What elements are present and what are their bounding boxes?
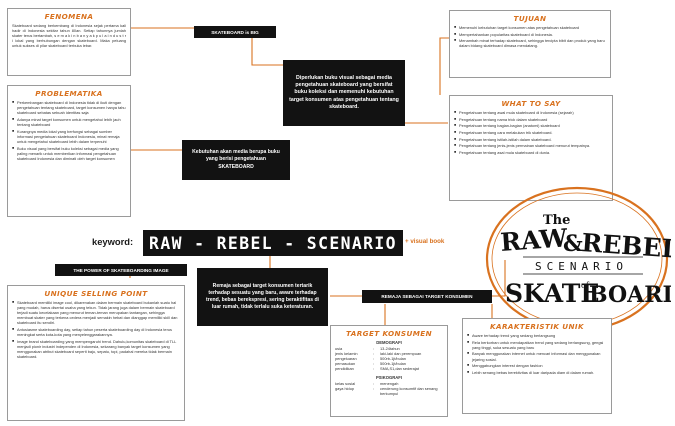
problematika-box: PROBLEMATIKA Perkembangan skateboard di … (7, 85, 131, 217)
list-item: Banyak menggunakan internet untuk mencar… (467, 351, 607, 361)
list-item: Menambah minat terhadap skateboard, sehi… (454, 38, 606, 48)
demografi-title: DEMOGRAFI (376, 340, 402, 345)
list-item: Memenuhi kebutuhan target konsumen atas … (454, 25, 606, 30)
logo-rebel: REBEL (581, 228, 671, 264)
logo-board: BOARD (589, 282, 671, 308)
fenomena-heading: FENOMENA (44, 12, 94, 21)
usp-box: UNIQUE SELLING POINT Skateboard memiliki… (7, 285, 185, 421)
list-item: Mempertahankan popularitas skateboard di… (454, 32, 606, 37)
list-item: Adanya minat target konsumen untuk menge… (12, 117, 126, 127)
problematika-heading: PROBLEMATIKA (35, 89, 103, 98)
sub-title: + visual book (405, 238, 445, 245)
tag-power-image: THE POWER OF SKATEBOARDING IMAGE (55, 264, 187, 276)
logo-ampersand: & (563, 231, 583, 257)
tujuan-heading: TUJUAN (513, 14, 547, 23)
what-to-say-heading: WHAT TO SAY (501, 99, 561, 108)
list-item: Pengetahuan tentang bagian-bagian (anato… (454, 123, 608, 128)
psikografi-title: PSIKOGRAFI (375, 374, 403, 380)
main-title: RAW - REBEL - SCENARIO (143, 230, 403, 256)
list-item: Pengetahuan tentang jenis-jenis permaina… (454, 143, 608, 148)
problematika-list: Perkembangan skateboard di Indonesia tid… (12, 100, 126, 161)
list-item: Lebih senang bebas berektivitas di luar … (467, 370, 607, 375)
list-item: Aware terhadap trend yang sedang berlang… (467, 333, 607, 338)
central-statement: Diperlukan buku visual sebagai media pen… (283, 60, 405, 126)
target-konsumen-box: TARGET KONSUMEN DEMOGRAFI usia:13-24tahu… (330, 325, 448, 417)
usp-heading: UNIQUE SELLING POINT (44, 289, 148, 298)
raw-rebel-logo: The RAW & REBEL SCENARIO SKATE of BOARD (485, 186, 671, 332)
what-to-say-list: Pengetahuan tentang awal mula skateboard… (454, 110, 608, 155)
target-heading: TARGET KONSUMEN (346, 329, 432, 338)
list-item: Skateboard memiliki image cool, dikarena… (12, 300, 180, 325)
usp-list: Skateboard memiliki image cool, dikarena… (12, 300, 180, 359)
table-row: pengeluaran:500rb-1jt/bulan (335, 356, 406, 362)
tujuan-list: Memenuhi kebutuhan target konsumen atas … (454, 25, 606, 49)
list-item: Perkembangan skateboard di Indonesia tid… (12, 100, 126, 115)
what-to-say-box: WHAT TO SAY Pengetahuan tentang awal mul… (449, 95, 613, 201)
need-statement: Kebutuhan akan media berupa buku yang be… (182, 140, 290, 180)
logo-scenario: SCENARIO (535, 260, 628, 273)
list-item: Buku visual yang bersifat buku koleksi s… (12, 146, 126, 161)
fenomena-text: Skateboard sedang berkembang di Indonesi… (12, 23, 126, 49)
list-item: Menggabungkan interest dengan fashion (467, 363, 607, 368)
list-item: Pengetahuan tentang istilah-istilah dala… (454, 137, 608, 142)
list-item: Pengetahuan tentang cara melakukan trik … (454, 130, 608, 135)
list-item: Antusiasme skateboarding day, setiap tah… (12, 327, 180, 337)
table-row: jenis kelamin:laki-laki dan perempuan (335, 351, 422, 357)
list-item: Pengetahuan tentang nama trick dalam ska… (454, 117, 608, 122)
list-item: Rela berkorban untuk mendapatkan trend y… (467, 340, 607, 350)
list-item: Image brand skateboarding yang mempengar… (12, 339, 180, 359)
tujuan-box: TUJUAN Memenuhi kebutuhan target konsume… (449, 10, 611, 78)
keyword-label: keyword: (92, 236, 134, 247)
demographic-table: DEMOGRAFI usia:13-24tahun jenis kelamin:… (335, 340, 443, 396)
table-row: gaya hidup:cenderung konsumtif dan senan… (335, 385, 438, 396)
list-item: Pengetahuan tentang awal mula skateboard… (454, 110, 608, 115)
logo-skate: SKATE (505, 279, 599, 308)
tag-skateboard-big: SKATEBOARD is BIG (194, 26, 276, 38)
fenomena-box: FENOMENA Skateboard sedang berkembang di… (7, 8, 131, 76)
logo-of: of (581, 281, 590, 290)
karakteristik-box: KARAKTERISTIK UNIK Aware terhadap trend … (462, 318, 612, 414)
table-row: usia:13-24tahun (335, 346, 400, 352)
tag-remaja-target: REMAJA SEBAGAI TARGET KONSUMEN (362, 290, 492, 303)
list-item: Pengetahuan tentang asal mula skateboard… (454, 150, 608, 155)
list-item: Kurangnya media lokal yang berfungsi seb… (12, 129, 126, 144)
karakteristik-list: Aware terhadap trend yang sedang berlang… (467, 333, 607, 375)
remaja-statement: Remaja sebagai target konsumen tertarik … (197, 268, 328, 326)
logo-the: The (543, 213, 570, 228)
table-row: pendidikan:SMA,S1,dan sederajat (335, 366, 419, 372)
karakteristik-heading: KARAKTERISTIK UNIK (490, 322, 584, 331)
table-row: kelas sosial:menengah (335, 380, 399, 386)
table-row: pemasukan:500rb-1jt/bulan (335, 361, 406, 367)
logo-raw: RAW (499, 223, 569, 257)
